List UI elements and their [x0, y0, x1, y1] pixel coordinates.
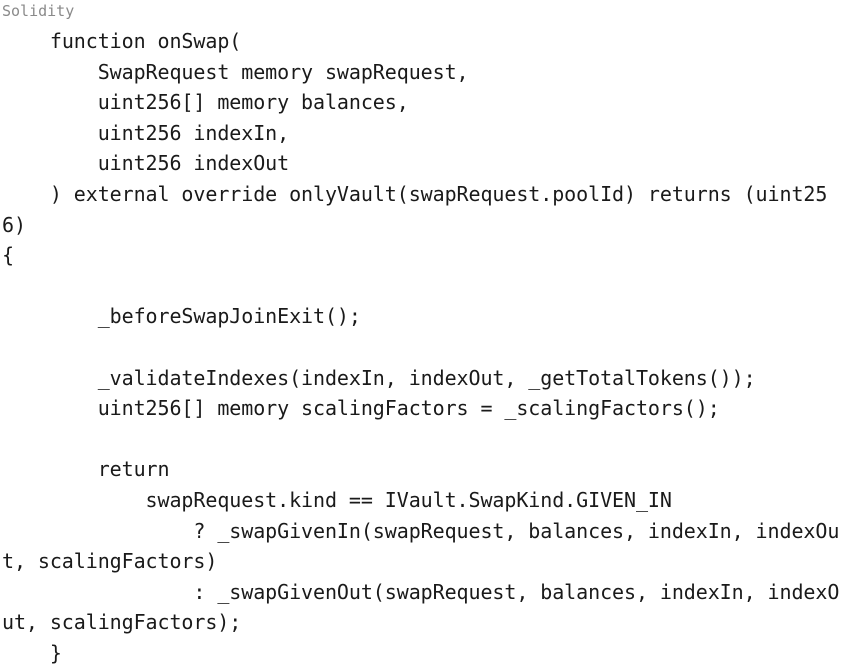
code-area: function onSwap( SwapRequest memory swap…: [2, 26, 843, 668]
language-label: Solidity: [2, 2, 75, 20]
solidity-code-text: function onSwap( SwapRequest memory swap…: [2, 29, 840, 665]
